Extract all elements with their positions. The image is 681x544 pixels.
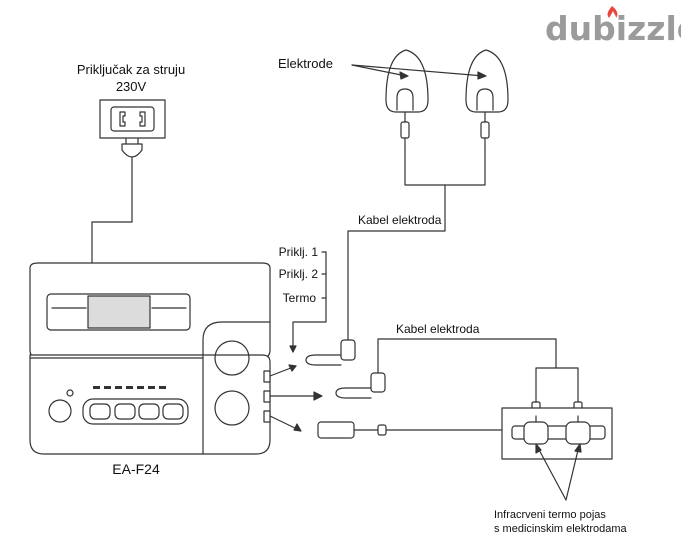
port3-label: Termo (283, 291, 317, 305)
infrared-thermo-belt (501, 367, 613, 460)
cable-middle-label: Kabel elektroda (396, 322, 480, 336)
port1-label: Priklj. 1 (279, 245, 319, 259)
device-button-3 (138, 403, 160, 420)
power-cord (91, 161, 133, 269)
belt-pointer-arrows (535, 443, 582, 501)
belt-label-line2: s medicinskim elektrodama (494, 523, 628, 535)
cable-top-label: Kabel elektroda (358, 213, 442, 227)
flame-icon (607, 6, 618, 18)
port-label-bracket (289, 251, 327, 353)
port-1 (263, 370, 271, 383)
indicator-dots (93, 386, 166, 389)
electrode-cable-top (305, 149, 486, 366)
device-model-label: EA-F24 (112, 461, 160, 477)
power-socket (99, 99, 166, 139)
device-button-2 (114, 403, 136, 420)
electrode-cable-middle (335, 338, 557, 399)
electrode-pad-left (385, 49, 429, 151)
power-button (48, 399, 72, 423)
device-screen (87, 295, 151, 329)
port-3 (263, 410, 271, 423)
socket-title-label: Priključak za struju (77, 62, 185, 77)
power-plug (121, 138, 143, 163)
electrode-pad-right (465, 49, 509, 151)
electrodes-label: Elektrode (278, 56, 333, 71)
device-button-4 (162, 403, 184, 420)
connection-arrows (269, 364, 323, 432)
port-2 (263, 390, 271, 403)
electrodes-pointer-arrows (351, 64, 487, 80)
port2-label: Priklj. 2 (279, 267, 319, 281)
knob-bottom (214, 390, 250, 426)
watermark-text: dubizzle (545, 9, 681, 48)
device-button-1 (89, 403, 111, 420)
ea-f24-device (29, 262, 271, 455)
belt-label-line1: Infracrveni termo pojas (494, 509, 606, 521)
knob-top (214, 340, 250, 376)
dubizzle-watermark: dubizzle (545, 6, 681, 48)
thermo-connector (317, 421, 507, 459)
socket-voltage-label: 230V (116, 79, 147, 94)
